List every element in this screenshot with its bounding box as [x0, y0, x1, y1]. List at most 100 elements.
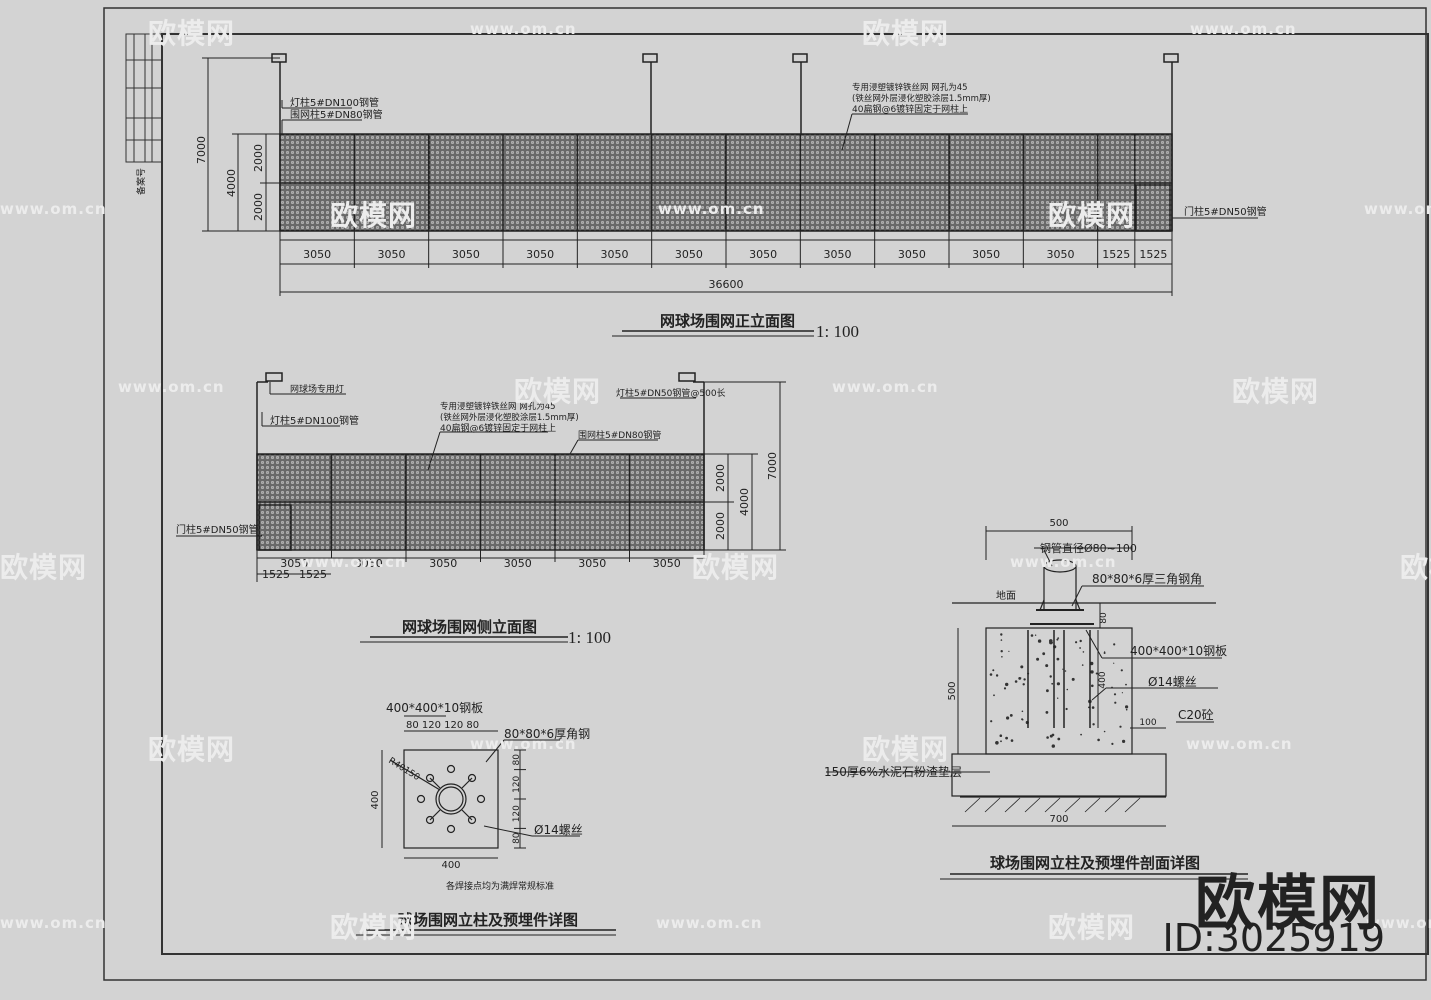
side-span-label: 3050 — [355, 557, 383, 570]
front-note-mesh-1: 专用浸塑镀锌铁丝网 网孔为45 — [852, 82, 968, 93]
watermark-logo: 欧模网 — [148, 733, 236, 766]
watermark-logo: 欧模网 — [1048, 911, 1136, 944]
side-note-lamp: 网球场专用灯 — [290, 383, 344, 395]
front-posts — [279, 134, 1173, 231]
side-span-label: 3050 — [429, 557, 457, 570]
front-span-label: 3050 — [526, 248, 554, 261]
watermark-logo: 欧模网 — [1232, 375, 1320, 408]
watermark-url: www.om.cn — [300, 553, 407, 571]
plate-right-dim: 120 — [512, 775, 522, 792]
section-base-label: 150厚6%水泥石粉渣垫层 — [824, 764, 962, 779]
front-span-label: 3050 — [824, 248, 852, 261]
section-detail: 500 钢管直径Ø80~100 80*80*6厚三角钢角 地面 80 400*4… — [824, 518, 1248, 880]
section-dim-100: 100 — [1139, 718, 1156, 728]
watermark-url: www.om.cn — [658, 200, 765, 218]
front-dim-2000b: 2000 — [252, 193, 265, 221]
side-light-poles — [256, 372, 705, 454]
front-door — [1135, 184, 1171, 232]
side-dim-7000: 7000 — [766, 452, 779, 480]
front-span-label: 3050 — [675, 248, 703, 261]
front-note-light-pole: 灯柱5#DN100钢管 — [290, 96, 379, 109]
front-span-label: 3050 — [378, 248, 406, 261]
watermark-url: www.om.cn — [832, 378, 939, 396]
front-elevation: 3050 3050 3050 3050 3050 3050 3050 3050 3050 3050… — [195, 53, 1267, 341]
post-section — [435, 783, 467, 815]
front-scale: 1: 100 — [816, 322, 859, 341]
watermark-url: www.om.cn — [470, 20, 577, 38]
anchor-bolts — [1027, 630, 1091, 728]
bolt-holes — [416, 764, 486, 834]
title-block-label: 备案号 — [135, 168, 147, 195]
section-dim-lines — [826, 526, 1222, 827]
front-note-mesh-2: (铁丝网外层浸化塑胶涂层1.5mm厚) — [852, 93, 991, 104]
front-span-label: 3050 — [1047, 248, 1075, 261]
side-note-fence-post: 围网柱5#DN80钢管 — [578, 429, 661, 441]
plate-label: 400*400*10钢板 — [386, 701, 483, 715]
side-span-label: 3050 — [280, 557, 308, 570]
watermark-url: www.om.cn — [0, 200, 107, 218]
plate-detail: 400*400*10钢板 80 120 120 80 80*80*6厚角钢 R4… — [356, 701, 616, 936]
watermark-url: www.om.cn — [0, 914, 107, 932]
concrete-footing — [985, 627, 1133, 755]
front-note-fence-post: 围网柱5#DN80钢管 — [290, 108, 383, 121]
front-span-label: 3050 — [898, 248, 926, 261]
section-pipe-label: 钢管直径Ø80~100 — [1040, 541, 1137, 555]
side-dim-2000b: 2000 — [714, 512, 727, 540]
front-span-label: 3050 — [749, 248, 777, 261]
watermark-logo: 欧模网 — [148, 17, 236, 50]
brand-logo: 欧模网 — [1195, 869, 1381, 939]
watermark-logo: 欧模网 — [330, 199, 418, 232]
plate-right-dim: 80 — [512, 754, 522, 766]
side-span-label: 3050 — [504, 557, 532, 570]
front-span-labels: 3050 3050 3050 3050 3050 3050 3050 3050 3050 3050… — [279, 231, 1173, 268]
side-title: 网球场围网侧立面图 — [402, 618, 537, 636]
plate-dim-lines — [381, 715, 580, 859]
asset-id: ID:3025919 — [1162, 916, 1385, 960]
side-span-label: 3050 — [653, 557, 681, 570]
section-concrete-label: C20砼 — [1178, 708, 1214, 722]
plate-right-dim: 120 — [512, 805, 522, 822]
front-title: 网球场围网正立面图 — [660, 312, 795, 330]
watermark-logo: 欧模网 — [862, 733, 950, 766]
front-span-label: 3050 — [303, 248, 331, 261]
watermark-url: www.om.cn — [1364, 200, 1431, 218]
watermark-url: www.om.cn — [656, 914, 763, 932]
front-note-door-post: 门柱5#DN50钢管 — [1184, 205, 1267, 218]
section-dim-500-top: 500 — [1049, 518, 1068, 529]
section-angle-label: 80*80*6厚三角钢角 — [1092, 572, 1202, 586]
side-note-mesh-2: (铁丝网外层浸化塑胶涂层1.5mm厚) — [440, 412, 579, 423]
post-pipe — [1043, 566, 1077, 610]
plate-angle-label: 80*80*6厚角钢 — [504, 727, 590, 741]
title-block — [125, 33, 163, 163]
front-dim-7000: 7000 — [195, 136, 208, 164]
watermark-logo: 欧模网 — [1400, 551, 1431, 584]
front-span-label: 1525 — [1102, 248, 1130, 261]
side-sub-span-1: 1525 — [262, 568, 290, 581]
front-total-dim: 36600 — [709, 278, 744, 291]
front-leaders — [281, 100, 1258, 219]
plate-title: 球场围网立柱及预埋件详图 — [398, 911, 578, 929]
front-span-label: 3050 — [601, 248, 629, 261]
watermark-logo: 欧模网 — [692, 551, 780, 584]
side-note-light-pole-r: 灯柱5#DN50钢管@500长 — [616, 387, 726, 399]
sheet-frame — [103, 7, 1429, 981]
side-sub-span-2: 1525 — [299, 568, 327, 581]
front-span-label: 3050 — [452, 248, 480, 261]
section-ground-label: 地面 — [996, 589, 1016, 602]
section-dim-80: 80 — [1099, 612, 1109, 624]
section-title: 球场围网立柱及预埋件剖面详图 — [990, 854, 1200, 872]
side-door — [258, 504, 292, 551]
section-dim-700: 700 — [1049, 814, 1068, 825]
watermark-url: www.om.cn — [1190, 20, 1297, 38]
watermark-logo: 欧模网 — [1048, 199, 1136, 232]
watermark-logo: 欧模网 — [330, 911, 418, 944]
plate-dim-400-left: 400 — [370, 790, 381, 809]
side-note-door-post: 门柱5#DN50钢管 — [176, 523, 259, 536]
side-leaders — [176, 382, 696, 537]
watermark-url: www.om.cn — [118, 378, 225, 396]
side-dim-2000a: 2000 — [714, 464, 727, 492]
soil-hatch — [964, 797, 1141, 813]
